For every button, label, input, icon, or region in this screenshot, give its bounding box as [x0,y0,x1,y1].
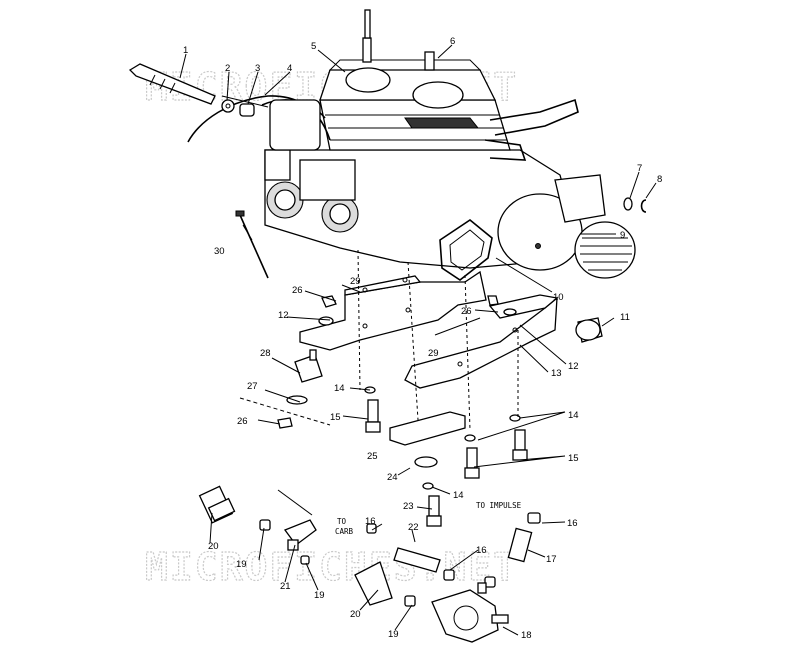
part-17-hose [507,527,533,563]
callout-7: 7 [637,163,642,174]
engine-assembly [187,9,636,281]
part-25-plate [389,411,466,446]
callout-26-b: 26 [461,306,472,317]
note-to-impulse: TO IMPULSE [476,501,522,510]
callout-25: 25 [367,451,378,462]
callout-3: 3 [255,63,260,74]
part-2-washer [221,99,235,113]
callout-26-a: 26 [292,285,303,296]
callout-23: 23 [403,501,414,512]
callout-19-a: 19 [236,559,247,570]
note-to-carb-1: TO [337,517,347,526]
note-to-carb-2: CARB [335,527,354,536]
callout-16-c: 16 [567,518,578,529]
callout-27: 27 [247,381,258,392]
callout-6: 6 [450,36,455,47]
callout-28: 28 [260,348,271,359]
callout-5: 5 [311,41,316,52]
callout-12-a: 12 [278,310,289,321]
callout-15-a: 15 [330,412,341,423]
callout-2: 2 [225,63,230,74]
callout-15-b: 15 [568,453,579,464]
callout-29-b: 29 [428,348,439,359]
callout-14-a: 14 [334,383,345,394]
callout-24: 24 [387,472,398,483]
callout-20-a: 20 [208,541,219,552]
callout-18: 18 [521,630,532,641]
callout-20-b: 20 [350,609,361,620]
callout-1: 1 [183,45,188,56]
callout-14-b: 14 [568,410,579,421]
callout-17: 17 [546,554,557,565]
callout-labels: 1 2 3 4 5 6 7 8 9 10 11 12 12 13 14 14 1… [183,36,662,641]
callout-10: 10 [553,292,564,303]
callout-30: 30 [214,246,225,257]
callout-19-c: 19 [388,629,399,640]
part-30-dipstick [235,210,269,279]
callout-29-a: 29 [350,276,361,287]
callout-4: 4 [287,63,292,74]
part-18-fuel-pump [431,582,509,643]
part-22-hose [393,547,441,573]
part-3-spacer [239,103,255,117]
watermark-bottom: MICROFICHES.NET [145,545,518,589]
callout-13: 13 [551,368,562,379]
part-11-rubber-mount [575,317,603,343]
callout-9: 9 [620,230,625,241]
callout-14-c: 14 [453,490,464,501]
part-28-rubber-mount [294,349,323,383]
callout-11: 11 [620,312,630,323]
callout-22: 22 [408,522,419,533]
part-1-bolt [128,63,216,105]
part-7-washer [623,197,633,211]
part-8-clip [640,199,647,213]
front-mount-bracket [299,270,487,351]
callout-16-b: 16 [476,545,487,556]
callout-16-a: 16 [365,516,376,527]
callout-21: 21 [280,581,291,592]
callout-12-b: 12 [568,361,579,372]
leader-lines [179,44,657,636]
callout-19-b: 19 [314,590,325,601]
part-21-fitting [283,519,317,551]
callout-8: 8 [657,174,662,185]
callout-26-c: 26 [237,416,248,427]
